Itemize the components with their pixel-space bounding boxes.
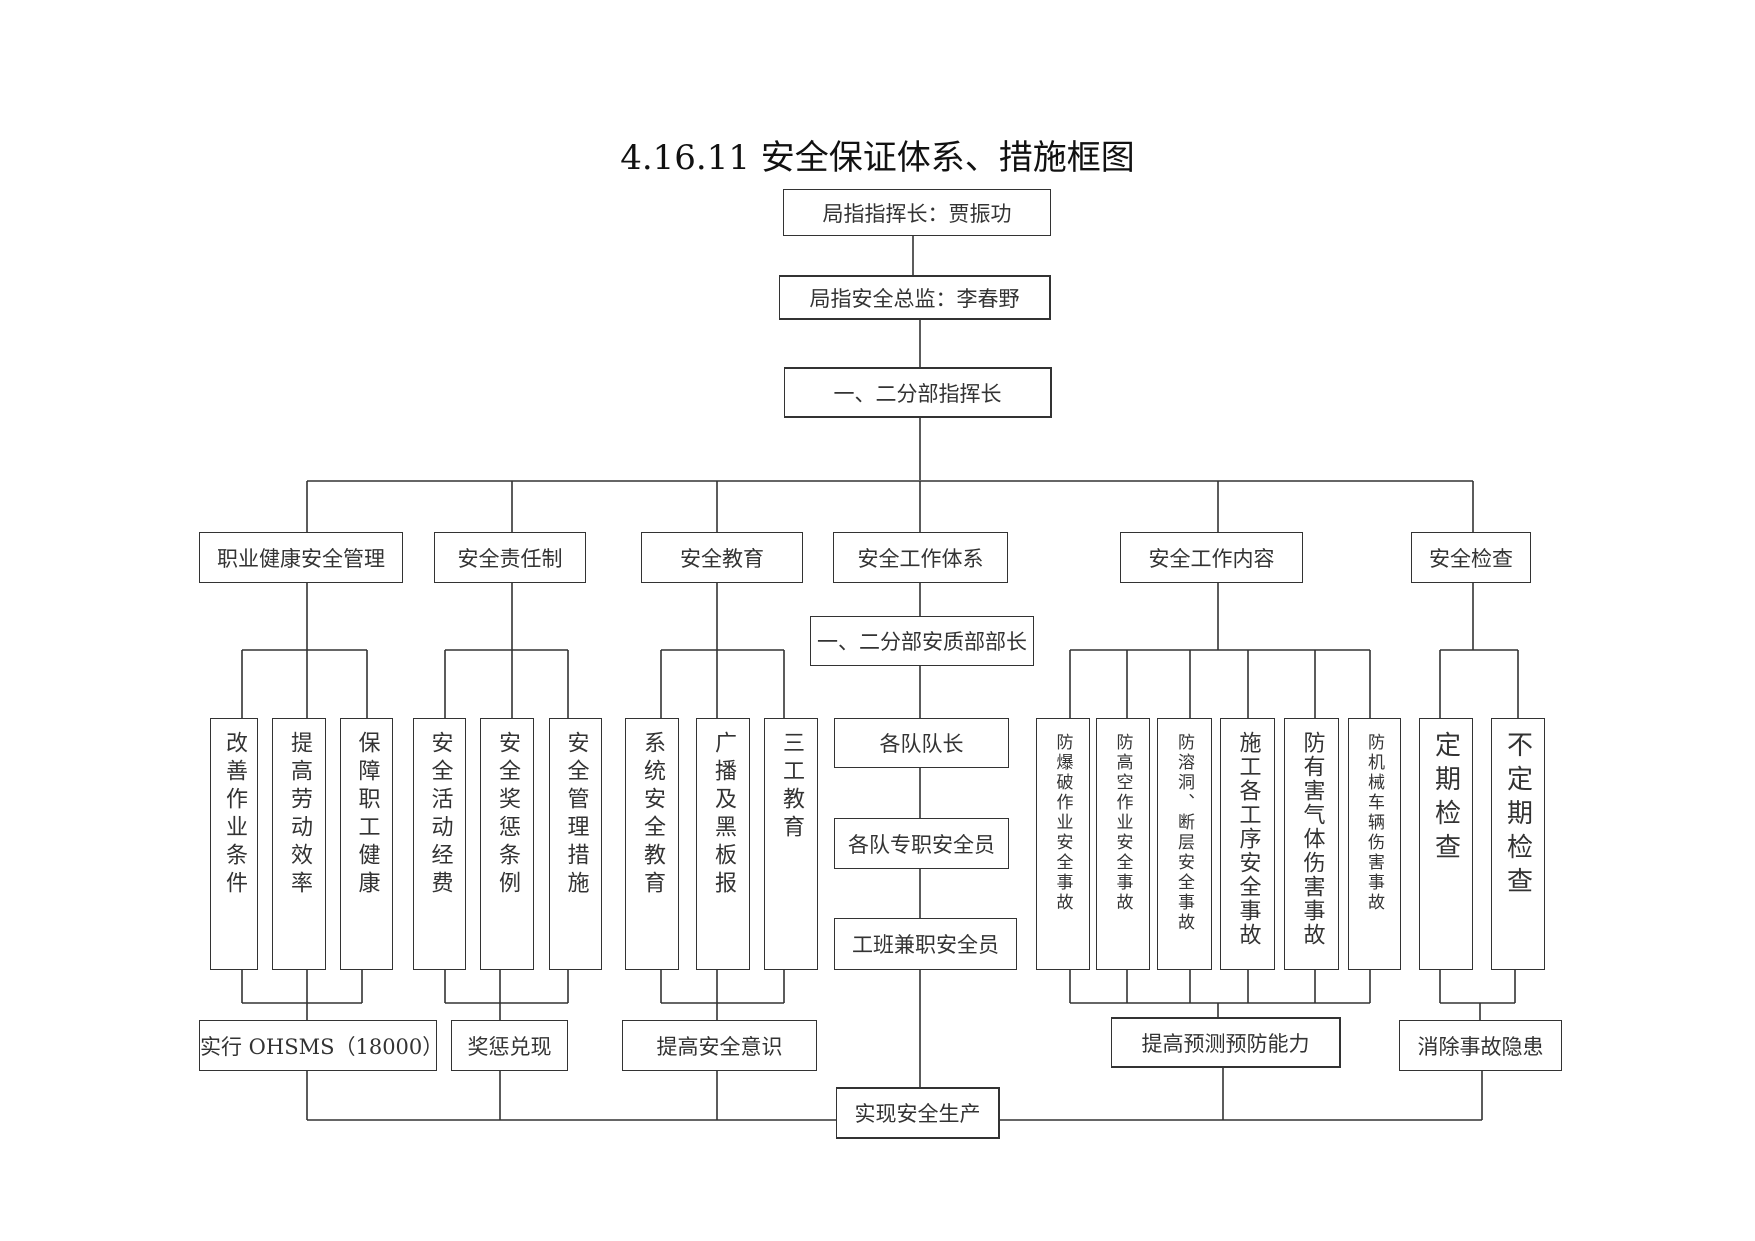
sub-label: 保障职工健康 — [354, 731, 380, 899]
sub-work-content-5: 防有害气体伤害事故 — [1284, 718, 1339, 970]
result-label: 奖惩兑现 — [467, 1034, 552, 1059]
result-reward: 奖惩兑现 — [451, 1020, 568, 1071]
result-label: 实行 OHSMS（18000） — [200, 1034, 444, 1059]
work-system-crew-safety: 工班兼职安全员 — [834, 918, 1017, 970]
result-label: 提高预测预防能力 — [1141, 1031, 1310, 1056]
work-system-label: 各队队长 — [879, 732, 964, 756]
result-awareness: 提高安全意识 — [622, 1020, 817, 1071]
result-label: 提高安全意识 — [656, 1034, 783, 1059]
work-system-label: 工班兼职安全员 — [852, 933, 999, 957]
sub-education-3: 三工教育 — [764, 718, 818, 970]
sub-label: 安全管理措施 — [563, 731, 589, 899]
sub-inspection-1: 定期检查 — [1419, 718, 1473, 970]
sub-label: 施工各工序安全事故 — [1235, 731, 1261, 947]
result-ohsms: 实行 OHSMS（18000） — [199, 1020, 444, 1071]
work-system-dept-head: 一、二分部安质部部长 — [810, 616, 1034, 666]
result-eliminate: 消除事故隐患 — [1399, 1020, 1562, 1071]
category-label: 职业健康安全管理 — [217, 546, 385, 571]
sub-label: 防有害气体伤害事故 — [1299, 731, 1325, 947]
sub-label: 安全活动经费 — [427, 731, 453, 899]
category-label: 安全责任制 — [457, 546, 563, 571]
category-work-content: 安全工作内容 — [1120, 532, 1303, 583]
category-label: 安全教育 — [680, 546, 764, 571]
work-system-label: 各队专职安全员 — [848, 832, 995, 857]
division-commander-label: 一、二分部指挥长 — [833, 381, 1002, 406]
sub-occupational-2: 提高劳动效率 — [272, 718, 326, 970]
sub-work-content-1: 防爆破作业安全事故 — [1036, 718, 1090, 970]
sub-work-content-6: 防机械车辆伤害事故 — [1348, 718, 1401, 970]
safety-director-label: 局指安全总监：李春野 — [809, 286, 1020, 311]
sub-label: 定期检查 — [1430, 731, 1461, 867]
category-responsibility: 安全责任制 — [434, 532, 586, 583]
sub-label: 改善作业条件 — [222, 731, 247, 899]
sub-label: 防溶洞、断层安全事故 — [1174, 733, 1194, 933]
commander-box: 局指指挥长：贾振功 — [783, 189, 1051, 236]
sub-responsibility-3: 安全管理措施 — [549, 718, 602, 970]
result-label: 消除事故隐患 — [1417, 1034, 1544, 1059]
result-label: 实现安全生产 — [854, 1102, 981, 1126]
work-system-label: 一、二分部安质部部长 — [817, 630, 1027, 654]
sub-label: 防爆破作业安全事故 — [1052, 733, 1073, 913]
work-system-team-leader: 各队队长 — [834, 718, 1009, 768]
category-education: 安全教育 — [641, 532, 803, 583]
sub-inspection-2: 不定期检查 — [1491, 718, 1545, 970]
sub-work-content-4: 施工各工序安全事故 — [1220, 718, 1275, 970]
sub-work-content-3: 防溶洞、断层安全事故 — [1157, 718, 1212, 970]
category-inspection: 安全检查 — [1411, 532, 1531, 583]
sub-occupational-3: 保障职工健康 — [340, 718, 393, 970]
sub-label: 提高劳动效率 — [287, 731, 312, 899]
sub-label: 防机械车辆伤害事故 — [1364, 733, 1384, 913]
sub-label: 防高空作业安全事故 — [1112, 733, 1133, 913]
sub-label: 系统安全教育 — [640, 731, 665, 899]
page-title: 4.16.11 安全保证体系、措施框图 — [620, 138, 1135, 178]
sub-work-content-2: 防高空作业安全事故 — [1096, 718, 1150, 970]
category-label: 安全检查 — [1429, 546, 1513, 571]
sub-label: 不定期检查 — [1502, 731, 1533, 901]
result-prediction: 提高预测预防能力 — [1111, 1017, 1341, 1068]
division-commander-box: 一、二分部指挥长 — [784, 367, 1052, 418]
sub-responsibility-2: 安全奖惩条例 — [480, 718, 534, 970]
category-occupational: 职业健康安全管理 — [199, 532, 403, 583]
sub-education-1: 系统安全教育 — [625, 718, 679, 970]
sub-label: 三工教育 — [779, 731, 804, 843]
category-label: 安全工作内容 — [1148, 546, 1275, 571]
sub-responsibility-1: 安全活动经费 — [413, 718, 466, 970]
safety-director-box: 局指安全总监：李春野 — [779, 275, 1051, 320]
sub-label: 广播及黑板报 — [711, 731, 736, 899]
sub-label: 安全奖惩条例 — [495, 731, 520, 899]
category-work-system: 安全工作体系 — [833, 532, 1008, 583]
sub-occupational-1: 改善作业条件 — [210, 718, 258, 970]
category-label: 安全工作体系 — [857, 546, 984, 571]
work-system-safety-officer: 各队专职安全员 — [834, 818, 1009, 869]
result-final: 实现安全生产 — [836, 1087, 1000, 1139]
commander-label: 局指指挥长：贾振功 — [822, 201, 1012, 226]
sub-education-2: 广播及黑板报 — [696, 718, 750, 970]
